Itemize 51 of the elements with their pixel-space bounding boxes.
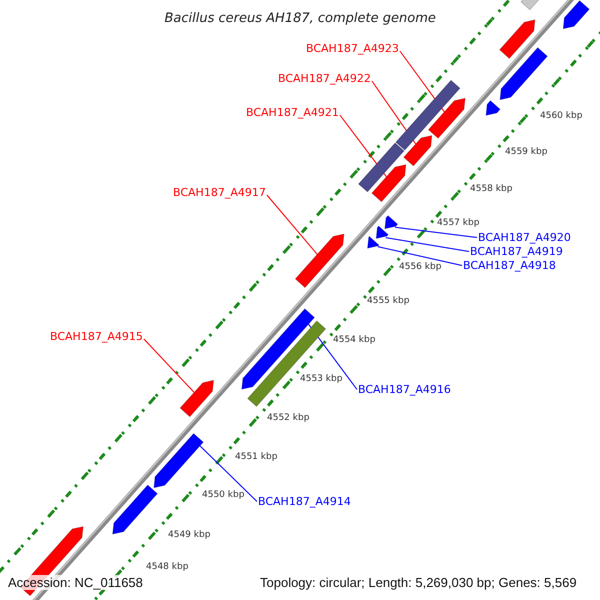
scale-label: 4553 kbp: [300, 375, 342, 384]
scale-label: 4550 kbp: [202, 491, 244, 500]
scale-label: 4554 kbp: [333, 336, 376, 345]
leader-line: [371, 80, 416, 144]
leader-line: [394, 226, 478, 238]
leader-line: [266, 194, 318, 255]
gene-label: BCAH187_A4916: [358, 384, 451, 395]
leader-line: [143, 338, 195, 393]
leader-line: [399, 50, 445, 112]
genome-summary-text: Topology: circular; Length: 5,269,030 bp; Genes: 5,569: [260, 575, 577, 590]
scale-label: 4557 kbp: [437, 219, 480, 228]
feature-bar: [358, 142, 405, 192]
gene-label: BCAH187_A4922: [278, 73, 371, 84]
gene-label: BCAH187_A4923: [306, 43, 399, 54]
scale-label: 4549 kbp: [168, 531, 210, 540]
scale-label: 4552 kbp: [267, 414, 310, 423]
gene-label: BCAH187_A4917: [173, 187, 266, 198]
scale-label: 4556 kbp: [399, 263, 442, 272]
gene-label: BCAH187_A4921: [246, 107, 339, 118]
gene-block: [499, 19, 536, 59]
leader-line: [385, 237, 470, 252]
accession-text: Accession: NC_011658: [8, 575, 143, 590]
gene-label: BCAH187_A4919: [470, 246, 563, 257]
gene-block: [384, 215, 398, 230]
gene-label: BCAH187_A4920: [478, 232, 571, 243]
scale-label: 4559 kbp: [505, 148, 548, 157]
scale-label: 4555 kbp: [367, 297, 410, 306]
scale-label: 4560 kbp: [540, 112, 582, 121]
leader-line: [200, 445, 258, 502]
feature-bar: [247, 320, 326, 407]
gene-label: BCAH187_A4915: [50, 331, 143, 342]
gene-block: [403, 135, 432, 166]
gene-block: [112, 484, 158, 534]
gene-block: [294, 234, 344, 288]
scale-label: 4558 kbp: [470, 185, 512, 194]
gene-label: BCAH187_A4914: [258, 496, 351, 507]
gene-block: [180, 380, 214, 418]
map-title: Bacillus cereus AH187, complete genome: [164, 12, 436, 25]
gene-block: [154, 433, 204, 488]
leader-line: [377, 246, 462, 266]
gene-block: [376, 226, 389, 239]
gene-block: [367, 236, 380, 249]
gene-block: [428, 98, 466, 139]
scale-label: 4548 kbp: [146, 563, 188, 572]
gene-block: [486, 100, 501, 116]
gene-label: BCAH187_A4918: [463, 260, 556, 271]
gene-block: [371, 164, 406, 202]
feature-bar: [395, 80, 460, 151]
gene-block: [500, 47, 548, 100]
gene-block: [562, 0, 590, 30]
scale-label: 4551 kbp: [235, 453, 278, 462]
